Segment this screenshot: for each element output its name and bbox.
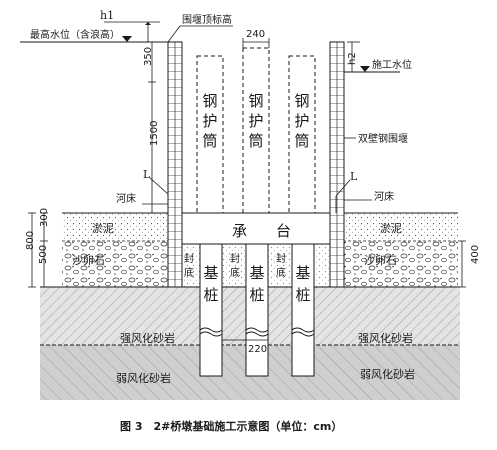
pile-2-char-1: 基 xyxy=(249,264,264,282)
silt-layer-left xyxy=(62,213,180,241)
casing-1-char-3: 筒 xyxy=(202,132,217,150)
sand-gravel-layer-right xyxy=(343,241,458,287)
pile-3 xyxy=(291,243,315,377)
casing-3-char-3: 筒 xyxy=(294,132,309,150)
label-dim-1500: 1500 xyxy=(149,121,160,146)
seal-1-char-2: 底 xyxy=(184,266,194,279)
label-construction-water-level: 施工水位 xyxy=(372,58,412,71)
casing-1-char-2: 护 xyxy=(202,112,217,130)
label-cofferdam-top: 围堰顶标高 xyxy=(182,13,232,26)
label-sand-gravel-left: 沙卵石 xyxy=(72,254,105,267)
pile-2-char-2: 桩 xyxy=(249,286,264,304)
label-L-right: L xyxy=(350,170,358,183)
casing-1-char-1: 钢 xyxy=(202,92,217,110)
label-silt-right: 淤泥 xyxy=(380,222,402,235)
silt-layer-right xyxy=(343,213,458,241)
label-pile-cap-2: 台 xyxy=(276,222,291,240)
seal-3-char-2: 底 xyxy=(276,266,286,279)
pile-1-char-2: 桩 xyxy=(203,286,218,304)
label-pile-cap-1: 承 xyxy=(232,222,247,240)
casing-3-char-1: 钢 xyxy=(294,92,309,110)
label-riverbed-left: 河床 xyxy=(116,192,136,205)
label-weak-weathered-right: 弱风化砂岩 xyxy=(360,367,415,381)
label-strong-weathered-right: 强风化砂岩 xyxy=(358,331,413,345)
label-dim-500: 500 xyxy=(38,245,49,264)
sand-gravel-layer-left xyxy=(62,241,180,287)
casing-3-char-2: 护 xyxy=(294,112,309,130)
pier-foundation xyxy=(181,47,331,377)
dimension-chain-left xyxy=(28,41,169,288)
label-dim-800: 800 xyxy=(25,231,36,250)
label-max-water-level: 最高水位（含浪高） xyxy=(30,28,120,41)
pile-1 xyxy=(199,243,223,377)
pile-cap xyxy=(181,212,331,245)
label-sand-gravel-right: 沙卵石 xyxy=(364,254,397,267)
water-levels xyxy=(20,21,400,139)
label-h2: h2 xyxy=(347,52,358,65)
label-weak-weathered-left: 弱风化砂岩 xyxy=(116,371,171,385)
steel-casing-1 xyxy=(196,55,224,214)
label-dim-300: 300 xyxy=(39,208,50,227)
label-double-wall-cofferdam: 双壁钢围堰 xyxy=(358,132,408,145)
seal-1-char-1: 封 xyxy=(184,252,194,265)
pile-1-char-1: 基 xyxy=(203,264,218,282)
label-dim-400: 400 xyxy=(470,245,481,264)
label-h1: h1 xyxy=(100,9,114,22)
figure-caption: 图 3 2#桥墩基础施工示意图（单位：cm） xyxy=(120,419,342,433)
pile-2 xyxy=(245,243,269,377)
label-L-left: L xyxy=(143,168,151,181)
seal-2-char-2: 底 xyxy=(230,266,240,279)
label-strong-weathered-left: 强风化砂岩 xyxy=(120,331,175,345)
double-wall-steel-cofferdam xyxy=(167,41,345,288)
label-riverbed-right: 河床 xyxy=(374,190,394,203)
casing-2-char-1: 钢 xyxy=(248,92,263,110)
label-silt-left: 淤泥 xyxy=(92,222,114,235)
label-dim-350: 350 xyxy=(143,47,154,66)
casing-2-char-2: 护 xyxy=(248,112,263,130)
pile-3-char-1: 基 xyxy=(295,264,310,282)
steel-casing-2 xyxy=(242,47,270,214)
steel-casing-3 xyxy=(288,55,316,214)
labels: h1 最高水位（含浪高） 围堰顶标高 240 h2 施工水位 钢 护 筒 钢 护… xyxy=(25,9,481,433)
pile-3-char-2: 桩 xyxy=(295,286,310,304)
dimension-chain-right xyxy=(335,179,466,288)
seal-3-char-1: 封 xyxy=(276,252,286,265)
label-dim-240: 240 xyxy=(246,29,265,40)
label-dim-220: 220 xyxy=(248,344,267,355)
casing-2-char-3: 筒 xyxy=(248,132,263,150)
seal-2-char-1: 封 xyxy=(230,252,240,265)
